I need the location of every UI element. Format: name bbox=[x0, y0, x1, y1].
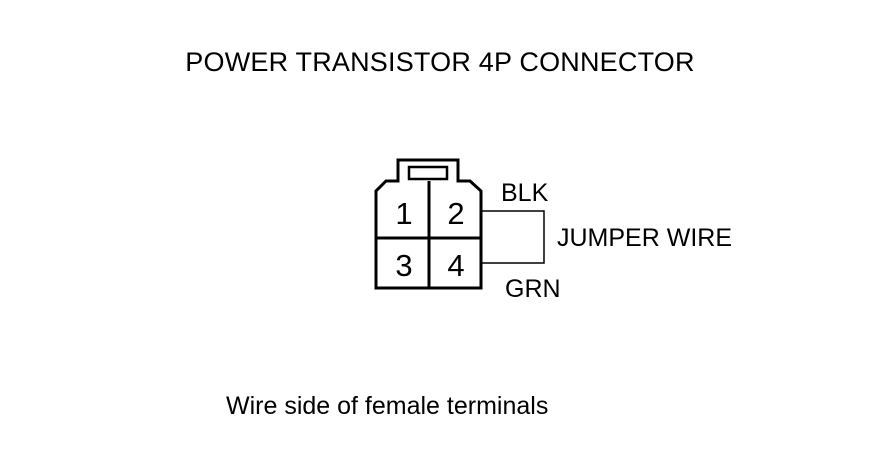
jumper-wire bbox=[481, 210, 545, 264]
pin-2-label: 2 bbox=[447, 196, 464, 231]
wire-label-grn: GRN bbox=[505, 275, 561, 303]
wire-label-blk: BLK bbox=[501, 179, 549, 207]
diagram-caption: Wire side of female terminals bbox=[226, 392, 549, 420]
pin-4-label: 4 bbox=[447, 248, 464, 283]
connector-latch bbox=[407, 165, 449, 181]
diagram-title: POWER TRANSISTOR 4P CONNECTOR bbox=[185, 47, 695, 77]
pin-3-label: 3 bbox=[395, 248, 412, 283]
connector-housing bbox=[374, 158, 483, 290]
pin-1-label: 1 bbox=[395, 196, 412, 231]
jumper-wire-label: JUMPER WIRE bbox=[557, 224, 732, 252]
